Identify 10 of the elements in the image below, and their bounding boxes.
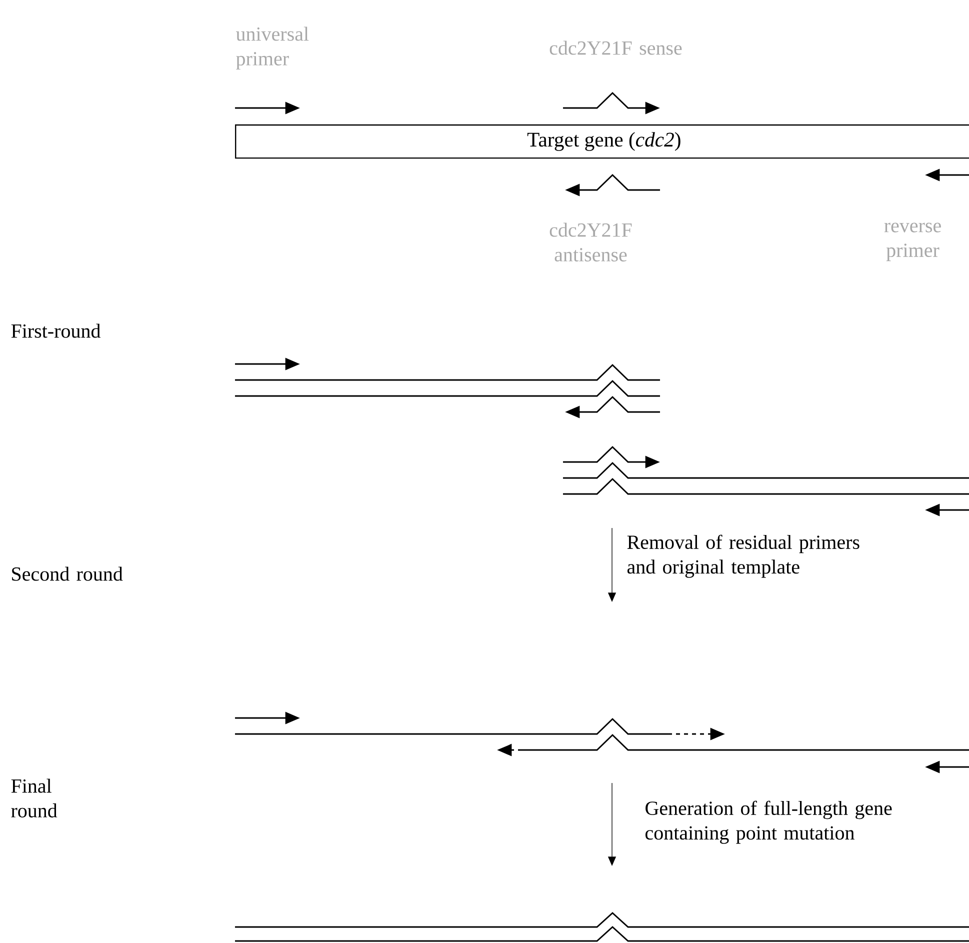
primer-label: cdc2Y21F sense bbox=[550, 40, 682, 55]
round-label: Final round bbox=[11, 778, 58, 818]
step-label: Removal of residual primers and original template bbox=[627, 534, 860, 578]
round-label: Second round bbox=[12, 566, 123, 581]
primer-label: cdc2Y21F antisense bbox=[550, 222, 632, 262]
step-label: Generation of full-length gene containing point mutation bbox=[646, 800, 892, 844]
round-label: First-round bbox=[11, 324, 100, 338]
primer-label: universal primer bbox=[236, 26, 309, 70]
gene-box: Target gene (cdc2) bbox=[235, 124, 969, 159]
primer-label: reverse primer bbox=[884, 222, 941, 262]
